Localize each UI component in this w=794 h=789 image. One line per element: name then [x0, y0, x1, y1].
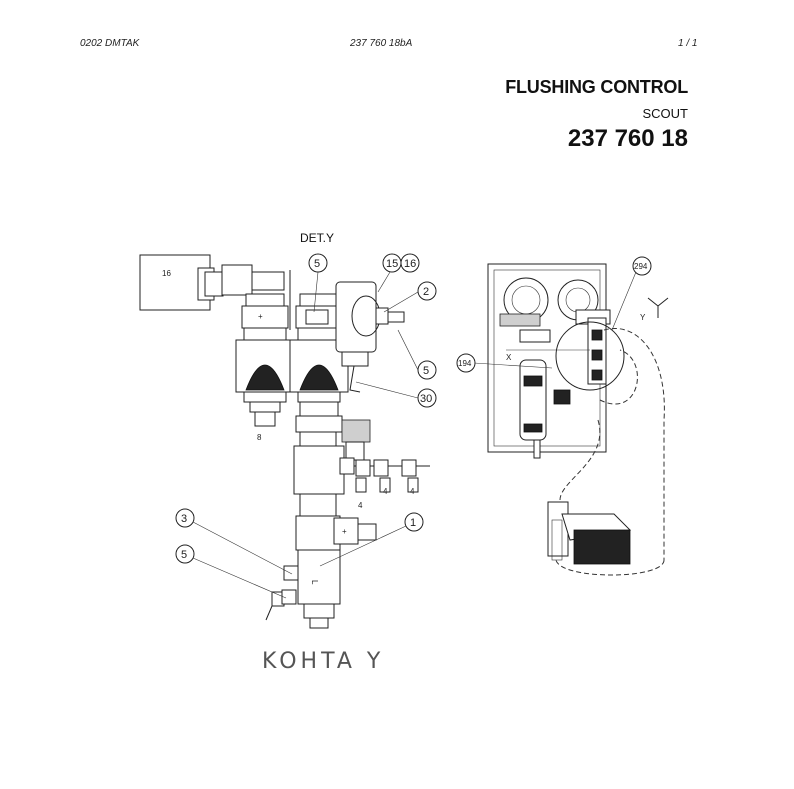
svg-text:3: 3 [181, 513, 187, 525]
overview-cabinet: X [487, 263, 625, 459]
part-label-4b: 4 [383, 487, 388, 496]
svg-text:2: 2 [423, 286, 429, 298]
left-valve-stack: + 8 [235, 293, 295, 442]
svg-text:15: 15 [386, 258, 398, 270]
part-label-16: 16 [162, 269, 171, 278]
svg-text:5: 5 [423, 365, 429, 377]
svg-text:16: 16 [404, 258, 416, 270]
lower-unit [547, 501, 632, 565]
view-mark-y [647, 297, 669, 318]
header-left-code: 0202 DMTAK [80, 38, 140, 49]
callouts-right: 294 194 [456, 256, 652, 373]
document-title: FLUSHING CONTROL [505, 77, 688, 97]
svg-text:1: 1 [410, 517, 416, 529]
svg-text:194: 194 [458, 359, 472, 368]
document-subtitle: SCOUT [642, 106, 689, 121]
pressure-switch [305, 281, 405, 393]
part-number: 237 760 18 [567, 125, 688, 152]
svg-text:294: 294 [634, 262, 648, 271]
lower-side-fitting: + [333, 517, 377, 545]
svg-text:+: + [258, 312, 263, 321]
side-fittings: 4 4 4 [339, 419, 430, 510]
header-drawing-number: 237 760 18bA [350, 38, 413, 49]
detail-label: DET.Y [300, 231, 334, 245]
section-caption: KOHTA Y [262, 649, 384, 674]
callouts-left: 5 15 16 2 5 30 3 5 1 [175, 253, 437, 599]
svg-text:L: L [310, 580, 319, 585]
overview-label-x: X [506, 353, 512, 362]
hose-routing [555, 328, 665, 576]
part-label-8: 8 [257, 433, 262, 442]
part-label-4a: 4 [358, 501, 363, 510]
part-label-4c: 4 [410, 487, 415, 496]
middle-valve-stack: L [289, 293, 349, 629]
svg-text:+: + [342, 527, 347, 536]
svg-text:30: 30 [420, 393, 432, 405]
mounting-block: 16 [139, 254, 291, 330]
svg-text:5: 5 [181, 549, 187, 561]
svg-text:5: 5 [314, 258, 320, 270]
overview-label-y: Y [640, 313, 646, 322]
lower-left-fittings [265, 565, 299, 621]
header-page-number: 1 / 1 [678, 38, 698, 49]
